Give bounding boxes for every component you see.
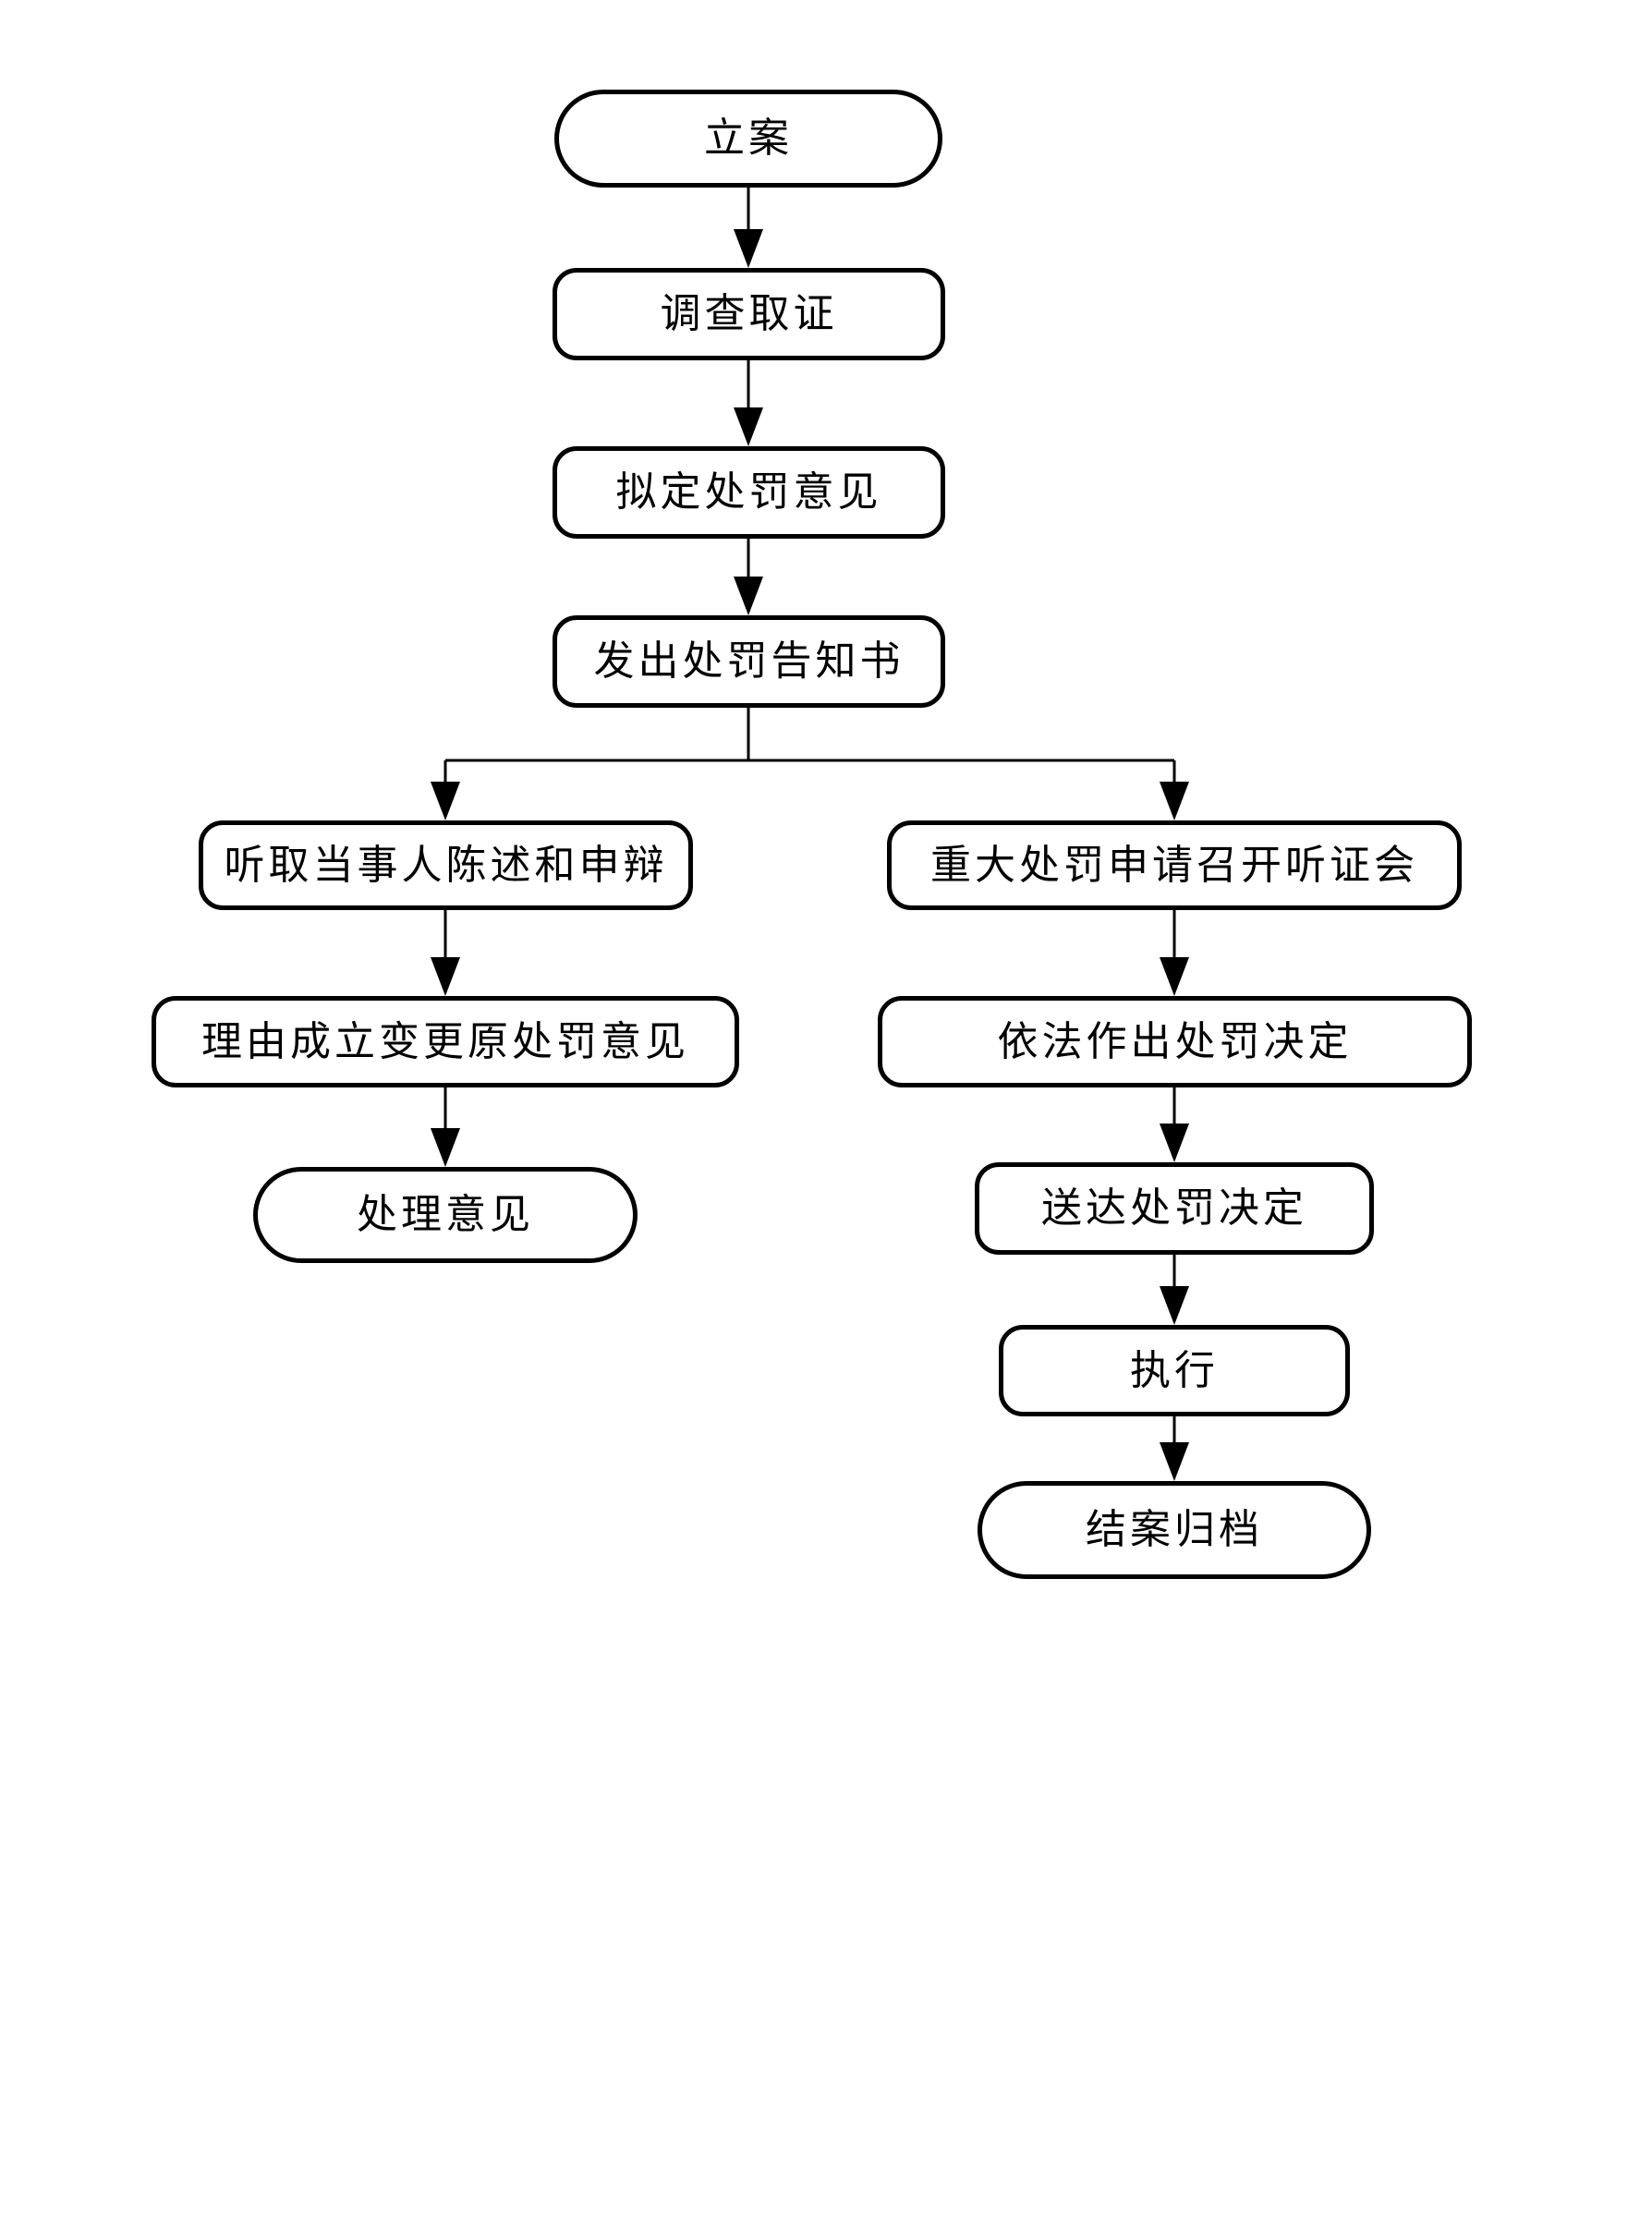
node-label: 依法作出处罚决定 bbox=[997, 1018, 1353, 1064]
branch-splitter bbox=[445, 708, 1174, 762]
edge-deliver-to-execution bbox=[1160, 1255, 1189, 1325]
edge-execution-to-archive bbox=[1160, 1416, 1189, 1481]
edge-hear-statement-to-amend bbox=[431, 910, 460, 996]
arrowhead-icon bbox=[431, 1128, 460, 1167]
arrowhead-icon bbox=[1160, 957, 1189, 996]
node-label: 调查取证 bbox=[660, 291, 838, 336]
arrowhead-icon bbox=[1160, 782, 1189, 820]
node-deliver-decision: 送达处罚决定 bbox=[975, 1162, 1374, 1255]
node-label: 拟定处罚意见 bbox=[615, 469, 882, 515]
node-investigation: 调查取证 bbox=[553, 268, 945, 360]
edge-draft-to-notice bbox=[734, 539, 763, 615]
node-label: 发出处罚告知书 bbox=[593, 638, 905, 684]
node-case-filing: 立案 bbox=[554, 90, 942, 188]
node-penalty-notice: 发出处罚告知书 bbox=[553, 615, 945, 708]
edge-notice-to-hear-statement bbox=[431, 760, 460, 820]
node-case-archive: 结案归档 bbox=[978, 1481, 1371, 1579]
node-label: 结案归档 bbox=[1086, 1507, 1263, 1552]
node-amend-opinion: 理由成立变更原处罚意见 bbox=[152, 996, 739, 1087]
node-label: 理由成立变更原处罚意见 bbox=[201, 1018, 689, 1064]
edge-hearing-request-to-decision bbox=[1160, 910, 1189, 996]
node-hearing-request: 重大处罚申请召开听证会 bbox=[887, 820, 1462, 910]
node-label: 重大处罚申请召开听证会 bbox=[930, 842, 1418, 888]
node-handling-opinion: 处理意见 bbox=[253, 1167, 638, 1263]
arrowhead-icon bbox=[734, 407, 763, 446]
edge-case-filing-to-investigation bbox=[734, 188, 763, 268]
node-label: 执行 bbox=[1130, 1347, 1219, 1393]
arrowhead-icon bbox=[734, 577, 763, 615]
edge-amend-to-handling-opinion bbox=[431, 1087, 460, 1167]
node-label: 送达处罚决定 bbox=[1041, 1185, 1307, 1231]
node-hear-statement: 听取当事人陈述和申辩 bbox=[199, 820, 693, 910]
node-execution: 执行 bbox=[999, 1325, 1350, 1416]
edge-investigation-to-draft bbox=[734, 360, 763, 446]
arrowhead-icon bbox=[431, 957, 460, 996]
arrowhead-icon bbox=[1160, 1286, 1189, 1325]
node-label: 听取当事人陈述和申辩 bbox=[224, 842, 668, 888]
node-label: 处理意见 bbox=[357, 1192, 534, 1237]
node-draft-penalty-opinion: 拟定处罚意见 bbox=[553, 446, 945, 539]
node-label: 立案 bbox=[704, 115, 793, 161]
edge-notice-to-hearing-request bbox=[1160, 760, 1189, 820]
arrowhead-icon bbox=[734, 229, 763, 268]
edge-decision-to-deliver bbox=[1160, 1087, 1189, 1162]
arrowhead-icon bbox=[431, 782, 460, 820]
arrowhead-icon bbox=[1160, 1124, 1189, 1162]
node-penalty-decision: 依法作出处罚决定 bbox=[878, 996, 1472, 1087]
arrowhead-icon bbox=[1160, 1442, 1189, 1481]
